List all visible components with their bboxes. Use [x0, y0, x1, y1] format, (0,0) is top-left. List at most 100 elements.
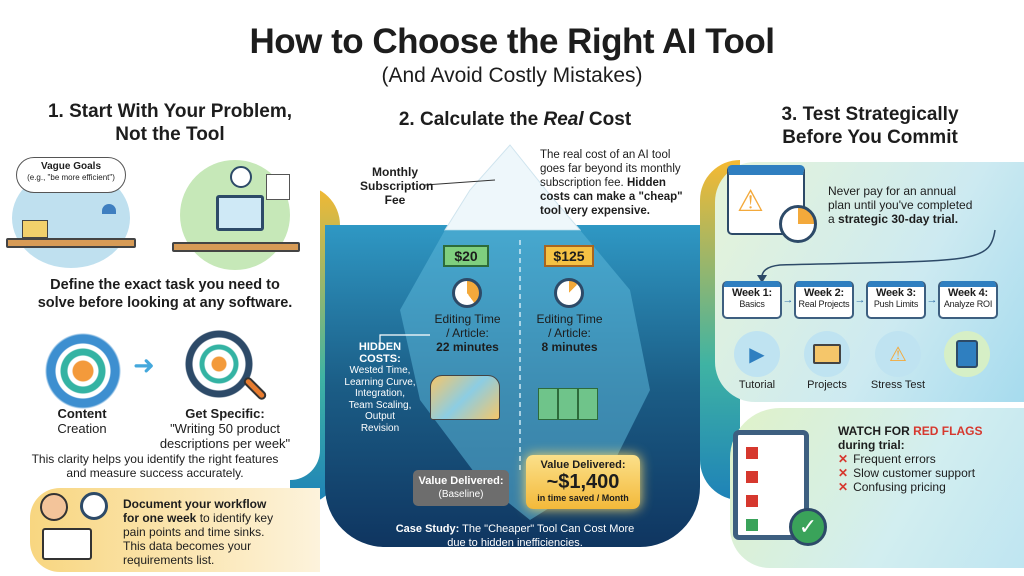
hidden-cost-item: Integration, — [354, 388, 406, 399]
desk-icon — [172, 242, 300, 252]
hidden-costs-label: HIDDEN COSTS: Wested Time, Learning Curv… — [340, 341, 420, 434]
editing-time-cheap: Editing Time / Article: 22 minutes — [420, 312, 515, 354]
week-step: Week 3:Push Limits — [866, 281, 926, 319]
desc-line: goes far beyond its monthly — [540, 163, 681, 175]
clarity-text: This clarity helps you identify the righ… — [20, 452, 290, 480]
icon-label: Tutorial — [738, 379, 776, 391]
week-title: Week 3: — [876, 287, 916, 299]
value-label: Value Delivered: — [418, 475, 504, 487]
folder-icon — [804, 331, 850, 377]
red-flag-item: ✕ Slow customer support — [838, 466, 1018, 480]
monthly-fee-label: Monthly Subscription Fee — [360, 165, 433, 207]
arrow-right-icon: → — [782, 294, 794, 306]
tip-pointer-line — [424, 179, 496, 186]
define-line: Define the exact task you need to — [50, 277, 280, 293]
clock-icon — [230, 166, 252, 188]
edit-line: Editing Time — [434, 312, 501, 326]
calendar-warning-icon: ⚠ — [727, 165, 805, 235]
section1-heading-line: 1. Start With Your Problem, — [47, 101, 293, 122]
red-flag-item: ✕Frequent errors — [838, 452, 1018, 466]
section3-heading: 3. Test Strategically Before You Commit — [740, 103, 1000, 149]
heading-text: 2. Calculate the — [398, 109, 544, 130]
doc-bold: for one week — [123, 511, 197, 525]
define-task-text: Define the exact task you need to solve … — [0, 276, 330, 312]
hidden-cost-item: Output — [364, 411, 396, 422]
arrow-right-icon: → — [854, 294, 866, 306]
clock-icon — [80, 492, 108, 520]
desc-line: tool very expensive. — [540, 205, 650, 217]
doc-line: This data becomes your — [123, 539, 252, 553]
flag-text: Slow customer support — [853, 466, 976, 480]
value-baseline: (Baseline) — [438, 489, 484, 500]
hidden-cost-item: Revision — [360, 422, 400, 434]
person-icon — [40, 493, 68, 521]
value-delivered-box: Value Delivered: ~$1,400 in time saved /… — [526, 455, 640, 509]
doc-line: Document your workflow — [123, 497, 267, 511]
check-badge-icon: ✓ — [789, 508, 827, 546]
flag-text: Confusing pricing — [853, 480, 946, 494]
case-bold: Case Study: — [395, 523, 460, 535]
organized-desk-illustration — [172, 160, 300, 270]
stopwatch-icon — [779, 205, 817, 243]
desk-icon — [6, 238, 136, 248]
case-study-text: Case Study: The "Cheaper" Tool Can Cost … — [350, 522, 680, 550]
heading-emphasis: Real — [543, 109, 584, 130]
edit-line: / Article: — [548, 326, 591, 340]
value-amount: ~$1,400 — [546, 471, 620, 493]
page-title: How to Choose the Right AI Tool — [249, 22, 775, 61]
monitor-icon — [216, 195, 264, 231]
case-line: due to hidden inefficiencies. — [447, 537, 583, 549]
edit-minutes: 8 minutes — [541, 340, 598, 354]
flags-title-red: RED FLAGS — [913, 424, 983, 438]
note-text: a — [828, 212, 839, 226]
clarity-line: and measure success accurately. — [66, 466, 244, 480]
flags-subtitle: during trial: — [838, 438, 905, 452]
x-icon: ✕ — [838, 480, 849, 494]
calculator-icon — [944, 331, 990, 377]
hidden-title: COSTS: — [359, 352, 401, 365]
doc-line: pain points and time sinks. — [123, 525, 265, 539]
edit-minutes: 22 minutes — [436, 340, 499, 354]
check-checkbox-icon — [746, 519, 758, 531]
label-bold: Get Specific: — [185, 406, 265, 421]
get-specific-label: Get Specific: "Writing 50 product descri… — [150, 406, 300, 451]
doc-line: requirements list. — [123, 553, 215, 567]
section3-heading-line: 3. Test Strategically — [781, 104, 959, 125]
hidden-cost-item: Team Scaling, — [348, 399, 412, 411]
desc-bold: Hidden — [626, 177, 666, 189]
vague-goals-cloud: Vague Goals (e.g., "be more efficient") — [16, 157, 126, 193]
real-cost-description: The real cost of an AI tool goes far bey… — [540, 148, 690, 218]
video-tutorial-icon: ▶ — [734, 331, 780, 377]
week-subtitle: Analyze ROI — [943, 299, 993, 309]
value-caption: in time saved / Month — [537, 493, 629, 503]
lamp-icon — [102, 204, 116, 214]
value-baseline-box: Value Delivered: (Baseline) — [413, 470, 509, 506]
icon-label: Projects — [807, 379, 847, 391]
week-step: Week 2:Real Projects — [794, 281, 854, 319]
cloud-subtitle: (e.g., "be more efficient") — [27, 173, 115, 182]
x-checkbox-icon — [746, 495, 758, 507]
week-title: Week 4: — [948, 287, 988, 299]
flag-text: Frequent errors — [853, 452, 936, 466]
tip-line: Monthly — [372, 165, 418, 179]
week-subtitle: Basics — [739, 299, 765, 309]
week-title: Week 1: — [732, 287, 772, 299]
desc-line: costs can make a "cheap" — [540, 191, 683, 203]
icon-label: Stress Test — [870, 379, 926, 391]
hidden-costs-pointer — [379, 334, 430, 350]
label-bold: Content — [57, 406, 107, 421]
page-subtitle: (And Avoid Costly Mistakes) — [381, 64, 643, 87]
paper-pile-icon — [430, 375, 500, 420]
define-line: solve before looking at any software. — [37, 295, 293, 311]
case-text: The "Cheaper" Tool Can Cost More — [459, 523, 635, 535]
money-stack-icon — [538, 388, 598, 420]
section1-heading: 1. Start With Your Problem, Not the Tool — [20, 100, 320, 146]
hidden-cost-item: Learning Curve, — [344, 376, 416, 388]
label-text: "Writing 50 product — [170, 421, 280, 436]
hidden-title: HIDDEN — [358, 341, 402, 353]
warning-icon: ⚠ — [737, 185, 764, 218]
section2-heading: 2. Calculate the Real Cost — [340, 108, 690, 131]
x-icon: ✕ — [838, 466, 849, 480]
tip-line: Fee — [384, 193, 406, 207]
book-icon — [42, 528, 92, 560]
